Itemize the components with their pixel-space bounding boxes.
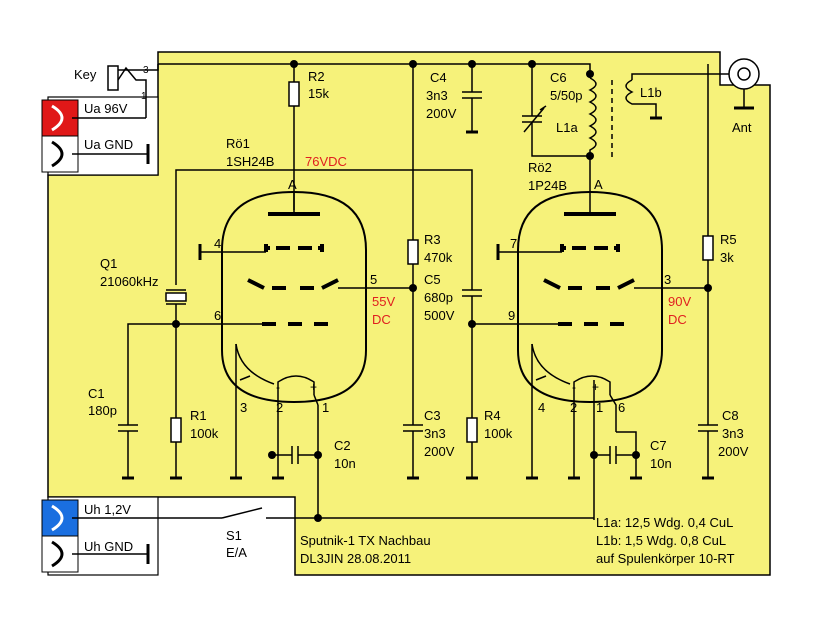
r1-val: 100k bbox=[190, 426, 219, 441]
g2-1-unit: DC bbox=[372, 312, 391, 327]
r4-ref: R4 bbox=[484, 408, 501, 423]
ro2-pin3: 3 bbox=[664, 272, 671, 287]
ro2-ref: Rö2 bbox=[528, 160, 552, 175]
c1-val: 180p bbox=[88, 403, 117, 418]
key-pin1-label: 1 bbox=[141, 91, 147, 102]
q1-val: 21060kHz bbox=[100, 274, 159, 289]
r3-val: 470k bbox=[424, 250, 453, 265]
q1-ref: Q1 bbox=[100, 256, 117, 271]
c8-val2: 200V bbox=[718, 444, 749, 459]
anode1-voltage: 76VDC bbox=[305, 154, 347, 169]
r4-val: 100k bbox=[484, 426, 513, 441]
coil-note-3: auf Spulenkörper 10-RT bbox=[596, 551, 735, 566]
c2-val: 10n bbox=[334, 456, 356, 471]
antenna-connector[interactable] bbox=[728, 58, 760, 110]
g2-1-voltage: 55V bbox=[372, 294, 395, 309]
l1b-label: L1b bbox=[640, 85, 662, 100]
uh-port-block: Uh 1,2V Uh GND bbox=[41, 496, 159, 576]
r5-val: 3k bbox=[720, 250, 734, 265]
ro2-pin4: 4 bbox=[538, 400, 545, 415]
s1-ref: S1 bbox=[226, 528, 242, 543]
c4-val2: 200V bbox=[426, 106, 457, 121]
author-note: DL3JIN 28.08.2011 bbox=[300, 551, 411, 566]
coil-note-2: L1b: 1,5 Wdg. 0,8 CuL bbox=[596, 533, 726, 548]
r1-resistor bbox=[170, 417, 182, 443]
c7-val: 10n bbox=[650, 456, 672, 471]
ro1-anode-label: A bbox=[288, 177, 297, 192]
r3-resistor bbox=[407, 239, 419, 265]
title-note: Sputnik-1 TX Nachbau bbox=[300, 533, 431, 548]
key-label: Key bbox=[74, 67, 97, 82]
ua-gnd-label: Ua GND bbox=[84, 137, 133, 152]
q1-crystal bbox=[165, 289, 187, 324]
r5-resistor bbox=[702, 235, 714, 261]
c3-val: 3n3 bbox=[424, 426, 446, 441]
c5-ref: C5 bbox=[424, 272, 441, 287]
c4-val: 3n3 bbox=[426, 88, 448, 103]
ro1-ref: Rö1 bbox=[226, 136, 250, 151]
ro1-pin1: 1 bbox=[322, 400, 329, 415]
c3-val2: 200V bbox=[424, 444, 455, 459]
c5-val: 680p bbox=[424, 290, 453, 305]
ro2-pin7: 7 bbox=[510, 236, 517, 251]
ro2-pin2: 2 bbox=[570, 400, 577, 415]
ua-label: Ua 96V bbox=[84, 101, 128, 116]
ro1-pin5: 5 bbox=[370, 272, 377, 287]
r4-resistor bbox=[466, 417, 478, 443]
ro2-type: 1P24B bbox=[528, 178, 567, 193]
c6-ref: C6 bbox=[550, 70, 567, 85]
c8-val: 3n3 bbox=[722, 426, 744, 441]
ro2-pin1: 1 bbox=[596, 400, 603, 415]
l1b-coil bbox=[625, 79, 657, 118]
uh-gnd-label: Uh GND bbox=[84, 539, 133, 554]
ro1-type: 1SH24B bbox=[226, 154, 274, 169]
r3-ref: R3 bbox=[424, 232, 441, 247]
ro2-pin6: 6 bbox=[618, 400, 625, 415]
ro1-pin2: 2 bbox=[276, 400, 283, 415]
c3-ref: C3 bbox=[424, 408, 441, 423]
ro1-fil-plus: + bbox=[310, 380, 317, 394]
r2-ref: R2 bbox=[308, 69, 325, 84]
c7-ref: C7 bbox=[650, 438, 667, 453]
r2-val: 15k bbox=[308, 86, 329, 101]
g2-2-voltage: 90V bbox=[668, 294, 691, 309]
ro1-pin4: 4 bbox=[214, 236, 221, 251]
ro1-pin3: 3 bbox=[240, 400, 247, 415]
c8-ref: C8 bbox=[722, 408, 739, 423]
ua-port-block: Ua 96V Ua GND bbox=[41, 96, 159, 176]
c1-ref: C1 bbox=[88, 386, 105, 401]
r2-resistor bbox=[288, 81, 300, 107]
ro2-fil-minus: - bbox=[572, 380, 576, 394]
g2-2-unit: DC bbox=[668, 312, 687, 327]
s1-switch[interactable] bbox=[221, 507, 263, 519]
r1-ref: R1 bbox=[190, 408, 207, 423]
c6-val: 5/50p bbox=[550, 88, 583, 103]
c4-ref: C4 bbox=[430, 70, 447, 85]
tube-ro1: - + 4 5 6 3 2 1 bbox=[176, 190, 413, 520]
l1a-label: L1a bbox=[556, 120, 578, 135]
ro2-anode-label: A bbox=[594, 177, 603, 192]
tube-ro2: - + 7 3 9 4 2 1 6 bbox=[472, 156, 708, 520]
ro1-fil-minus: - bbox=[276, 380, 280, 394]
c2-ref: C2 bbox=[334, 438, 351, 453]
key-jack[interactable]: Key 3 1 bbox=[74, 64, 159, 118]
r5-ref: R5 bbox=[720, 232, 737, 247]
ant-label: Ant bbox=[732, 120, 752, 135]
l1a-coil bbox=[588, 77, 597, 156]
c5-val2: 500V bbox=[424, 308, 455, 323]
ro2-pin9: 9 bbox=[508, 308, 515, 323]
coil-note-1: L1a: 12,5 Wdg. 0,4 CuL bbox=[596, 515, 733, 530]
ro2-fil-plus: + bbox=[592, 380, 599, 394]
s1-val: E/A bbox=[226, 545, 247, 560]
uh-label: Uh 1,2V bbox=[84, 502, 131, 517]
ro1-pin6: 6 bbox=[214, 308, 221, 323]
